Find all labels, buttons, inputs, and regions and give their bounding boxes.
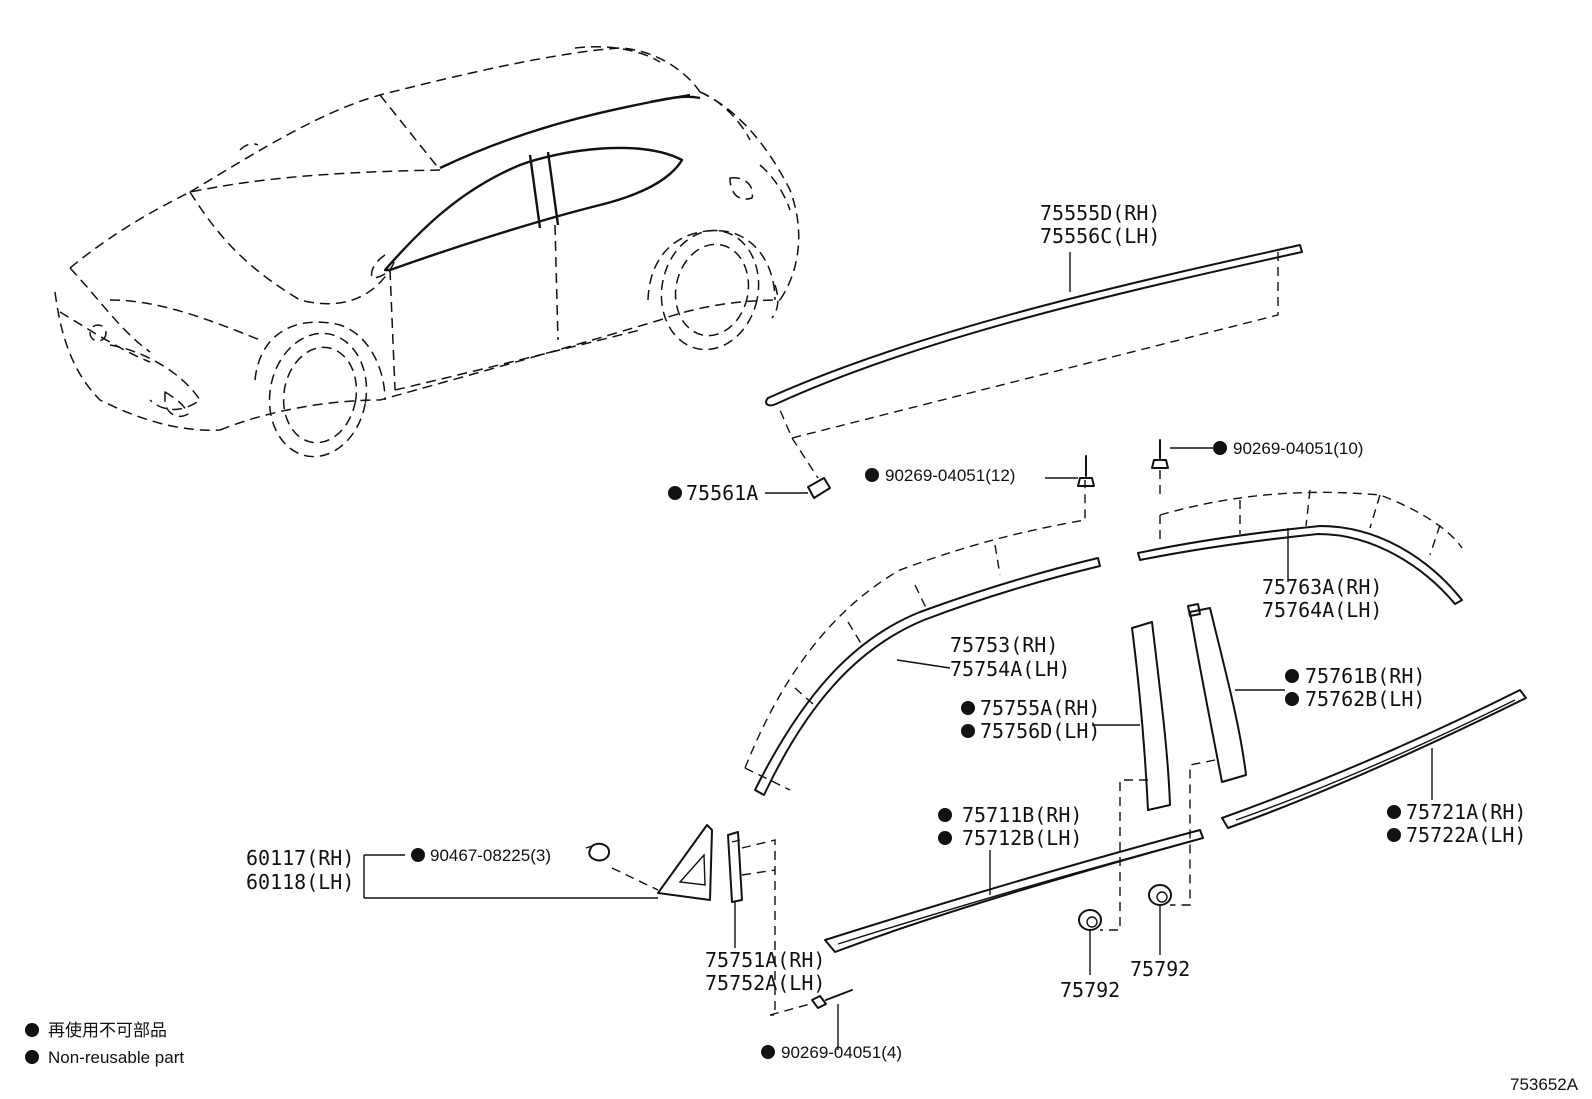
roof-molding	[765, 244, 1303, 439]
front-door-delta-garnish	[363, 824, 713, 901]
clip-75792-a	[1078, 909, 1102, 975]
belt-molding-rear	[1221, 689, 1527, 829]
non-reusable-dot	[1285, 669, 1299, 683]
label-75754a: 75754A(LH)	[950, 657, 1070, 681]
label-75752a: 75752A(LH)	[705, 971, 825, 995]
front-door-frame-molding	[744, 480, 1101, 796]
non-reusable-dot	[961, 724, 975, 738]
label-90269-12: 90269-04051(12)	[885, 466, 1015, 485]
clip-90467	[585, 842, 610, 862]
label-75792-a: 75792	[1060, 978, 1120, 1002]
non-reusable-dot	[938, 831, 952, 845]
non-reusable-dot	[1285, 692, 1299, 706]
vehicle-outline	[54, 46, 800, 458]
non-reusable-dot	[411, 848, 425, 862]
label-75751a: 75751A(RH)	[705, 948, 825, 972]
clip-90269-4	[769, 989, 853, 1050]
non-reusable-dot	[865, 468, 879, 482]
rear-door-frame-molding	[1137, 489, 1463, 605]
label-75755a: 75755A(RH)	[980, 696, 1100, 720]
legend-dot-jp	[25, 1023, 39, 1037]
label-75756d: 75756D(LH)	[980, 719, 1100, 743]
label-60117: 60117(RH)	[246, 846, 354, 870]
clip-90269-12	[1045, 455, 1095, 487]
label-75721a: 75721A(RH)	[1406, 800, 1526, 824]
label-75761b: 75761B(RH)	[1305, 664, 1425, 688]
non-reusable-dot	[961, 701, 975, 715]
label-75556c: 75556C(LH)	[1040, 224, 1160, 248]
legend: 再使用不可部品 Non-reusable part	[25, 1020, 184, 1067]
label-75763a: 75763A(RH)	[1262, 575, 1382, 599]
figure-code: 753652A	[1510, 1075, 1579, 1094]
label-75722a: 75722A(LH)	[1406, 823, 1526, 847]
label-75711b: 75711B(RH)	[962, 803, 1082, 827]
clip-75792-b	[1148, 884, 1172, 955]
label-60118: 60118(LH)	[246, 870, 354, 894]
label-75712b: 75712B(LH)	[962, 826, 1082, 850]
label-75753: 75753(RH)	[950, 633, 1058, 657]
legend-dot-en	[25, 1050, 39, 1064]
legend-text-jp: 再使用不可部品	[48, 1020, 167, 1040]
non-reusable-dot	[1387, 828, 1401, 842]
clip-90269-10	[1151, 439, 1213, 500]
label-75762b: 75762B(LH)	[1305, 687, 1425, 711]
label-75555d: 75555D(RH)	[1040, 201, 1160, 225]
pillar-garnish-rear	[1170, 603, 1285, 906]
label-75561a: 75561A	[686, 481, 758, 505]
label-75764a: 75764A(LH)	[1262, 598, 1382, 622]
non-reusable-dot	[938, 808, 952, 822]
non-reusable-dot	[1213, 441, 1227, 455]
non-reusable-dot	[761, 1045, 775, 1059]
legend-text-en: Non-reusable part	[48, 1048, 184, 1067]
label-90269-10: 90269-04051(10)	[1233, 439, 1363, 458]
belt-molding-front	[824, 829, 1204, 953]
label-75792-b: 75792	[1130, 957, 1190, 981]
clip-75561a	[765, 437, 831, 499]
label-90269-4: 90269-04051(4)	[781, 1043, 902, 1062]
non-reusable-dot	[1387, 805, 1401, 819]
non-reusable-dot	[668, 486, 682, 500]
pillar-garnish-front	[1092, 621, 1171, 931]
label-90467: 90467-08225(3)	[430, 846, 551, 865]
